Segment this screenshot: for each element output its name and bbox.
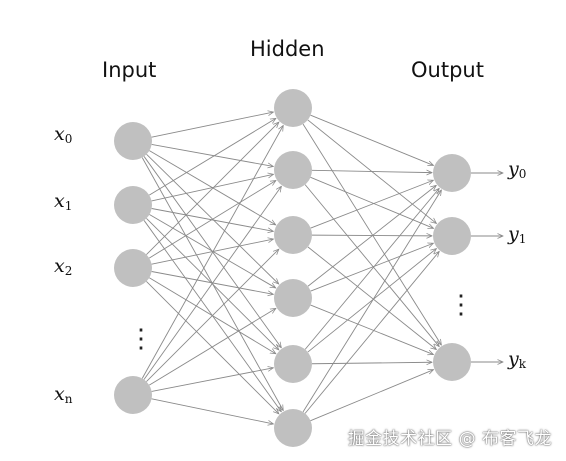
edge-input3-hidden2	[146, 249, 278, 382]
input-node-2	[114, 249, 152, 287]
input-node-1	[114, 186, 152, 224]
edge-hidden1-output0	[311, 170, 432, 172]
edge-hidden0-output0	[310, 114, 434, 165]
edge-hidden3-output2	[310, 304, 434, 354]
output-node-1	[433, 217, 471, 255]
input-label-x1: x1	[54, 190, 73, 213]
output-label-y1: y1	[508, 223, 527, 246]
edge-hidden4-output2	[311, 362, 432, 364]
input-label-xn: xn	[54, 383, 73, 406]
input-node-0	[114, 122, 152, 160]
input-node-3	[114, 376, 152, 414]
output-label-yk: yk	[508, 348, 527, 371]
edge-input3-hidden1	[143, 186, 281, 380]
output-label-y0: y0	[508, 158, 527, 181]
edge-input0-hidden0	[151, 112, 274, 138]
edge-input1-hidden0	[149, 118, 276, 196]
edge-input2-hidden5	[146, 281, 278, 413]
input-ellipsis: ⋮	[128, 324, 154, 354]
edge-hidden5-output0	[302, 190, 441, 413]
edge-hidden2-output0	[310, 180, 434, 229]
edge-hidden4-output0	[304, 188, 439, 350]
hidden-node-4	[274, 345, 312, 383]
edge-input2-hidden0	[146, 122, 278, 255]
edge-hidden3-output0	[307, 185, 436, 287]
input-label-x0: x0	[54, 123, 73, 146]
hidden-node-5	[274, 409, 312, 447]
edge-input3-hidden0	[141, 125, 283, 379]
edge-input3-hidden4	[151, 368, 274, 392]
input-label-x2: x2	[54, 255, 73, 278]
watermark: 掘金技术社区 @ 布客飞龙	[347, 429, 552, 449]
input-layer-title: Input	[102, 58, 157, 82]
hidden-node-1	[274, 151, 312, 189]
edge-input1-hidden2	[151, 208, 274, 232]
edge-input3-hidden5	[151, 398, 274, 424]
edge-hidden5-output1	[304, 251, 439, 414]
edge-hidden3-output1	[310, 243, 434, 292]
hidden-layer-title: Hidden	[250, 37, 325, 61]
edge-hidden1-output2	[304, 184, 439, 347]
edge-input1-hidden1	[151, 174, 274, 202]
hidden-node-2	[274, 216, 312, 254]
output-layer-title: Output	[411, 58, 484, 82]
edge-hidden5-output2	[310, 370, 434, 422]
edge-hidden0-output2	[302, 123, 441, 345]
hidden-node-0	[274, 89, 312, 127]
edge-input3-hidden3	[149, 308, 276, 386]
output-node-2	[433, 343, 471, 381]
edge-input1-hidden4	[146, 218, 278, 350]
edge-input0-hidden1	[151, 143, 274, 166]
edge-input2-hidden1	[148, 180, 276, 259]
edge-hidden2-output2	[307, 246, 437, 350]
output-ellipsis: ⋮	[448, 290, 474, 320]
hidden-node-3	[274, 279, 312, 317]
output-node-0	[433, 154, 471, 192]
